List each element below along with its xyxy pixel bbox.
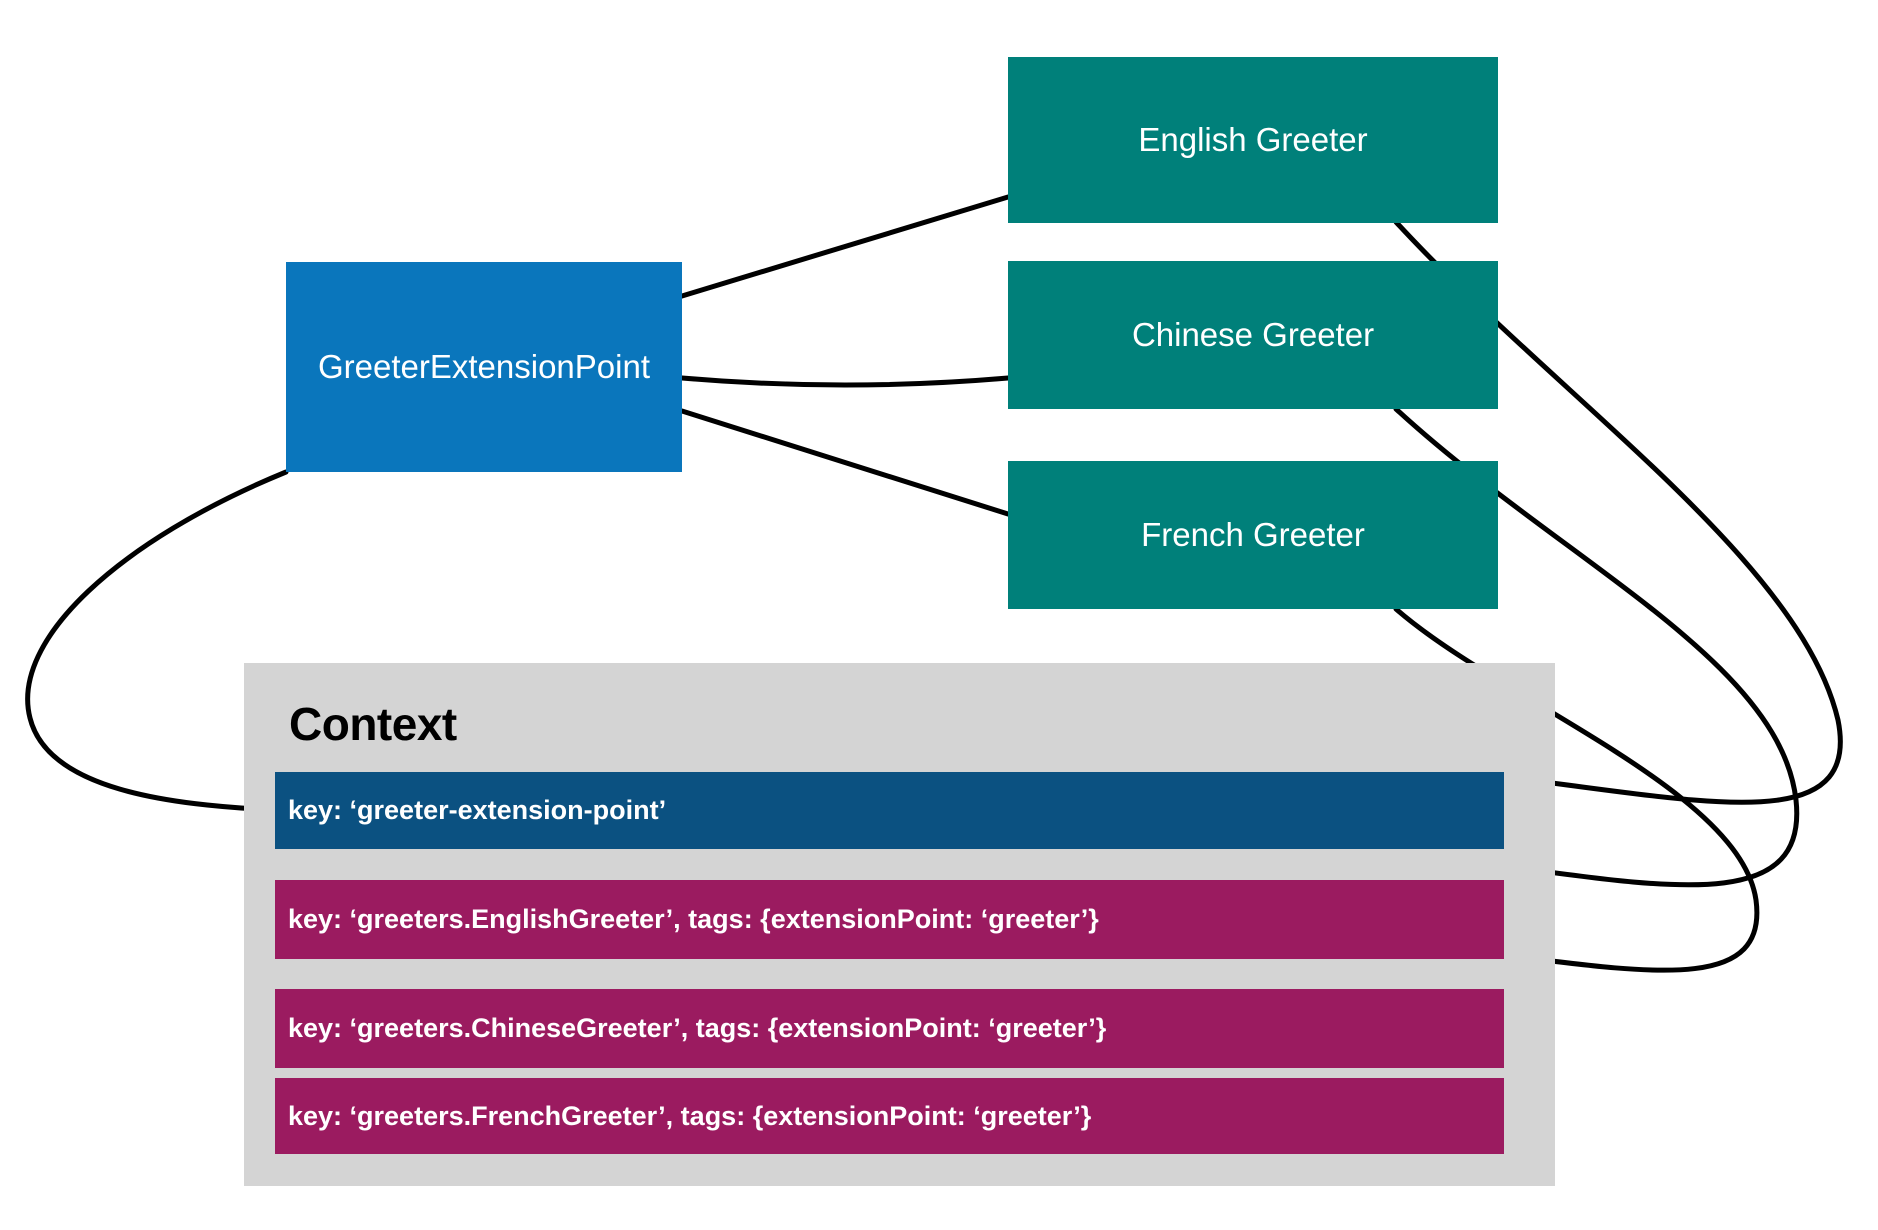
context-row-text: key: ‘greeters.ChineseGreeter’, tags: {e… — [288, 1013, 1107, 1043]
node-greeter-extension-point[interactable]: GreeterExtensionPoint — [286, 262, 682, 472]
context-row-french[interactable]: key: ‘greeters.FrenchGreeter’, tags: {ex… — [275, 1078, 1504, 1154]
node-french-greeter[interactable]: French Greeter — [1008, 461, 1498, 609]
context-panel-title: Context — [289, 698, 457, 750]
context-row-text: key: ‘greeters.FrenchGreeter’, tags: {ex… — [288, 1100, 1092, 1131]
context-row-text: key: ‘greeters.EnglishGreeter’, tags: {e… — [288, 904, 1099, 934]
edge-extensionpoint-to-french — [679, 408, 1011, 517]
node-label: GreeterExtensionPoint — [317, 348, 650, 385]
edge-extensionpoint-to-chinese — [679, 375, 1011, 388]
edge-extensionpoint-to-english — [679, 194, 1011, 299]
node-english-greeter[interactable]: English Greeter — [1008, 57, 1498, 223]
context-row-chinese[interactable]: key: ‘greeters.ChineseGreeter’, tags: {e… — [275, 989, 1504, 1068]
node-label: Chinese Greeter — [1131, 316, 1375, 353]
node-label: English Greeter — [1138, 121, 1368, 158]
node-chinese-greeter[interactable]: Chinese Greeter — [1008, 261, 1498, 409]
context-row-english[interactable]: key: ‘greeters.EnglishGreeter’, tags: {e… — [275, 880, 1504, 959]
context-row-text: key: ‘greeter-extension-point’ — [288, 795, 667, 825]
context-row-extension-point[interactable]: key: ‘greeter-extension-point’ — [275, 772, 1504, 849]
node-label: French Greeter — [1141, 516, 1365, 553]
